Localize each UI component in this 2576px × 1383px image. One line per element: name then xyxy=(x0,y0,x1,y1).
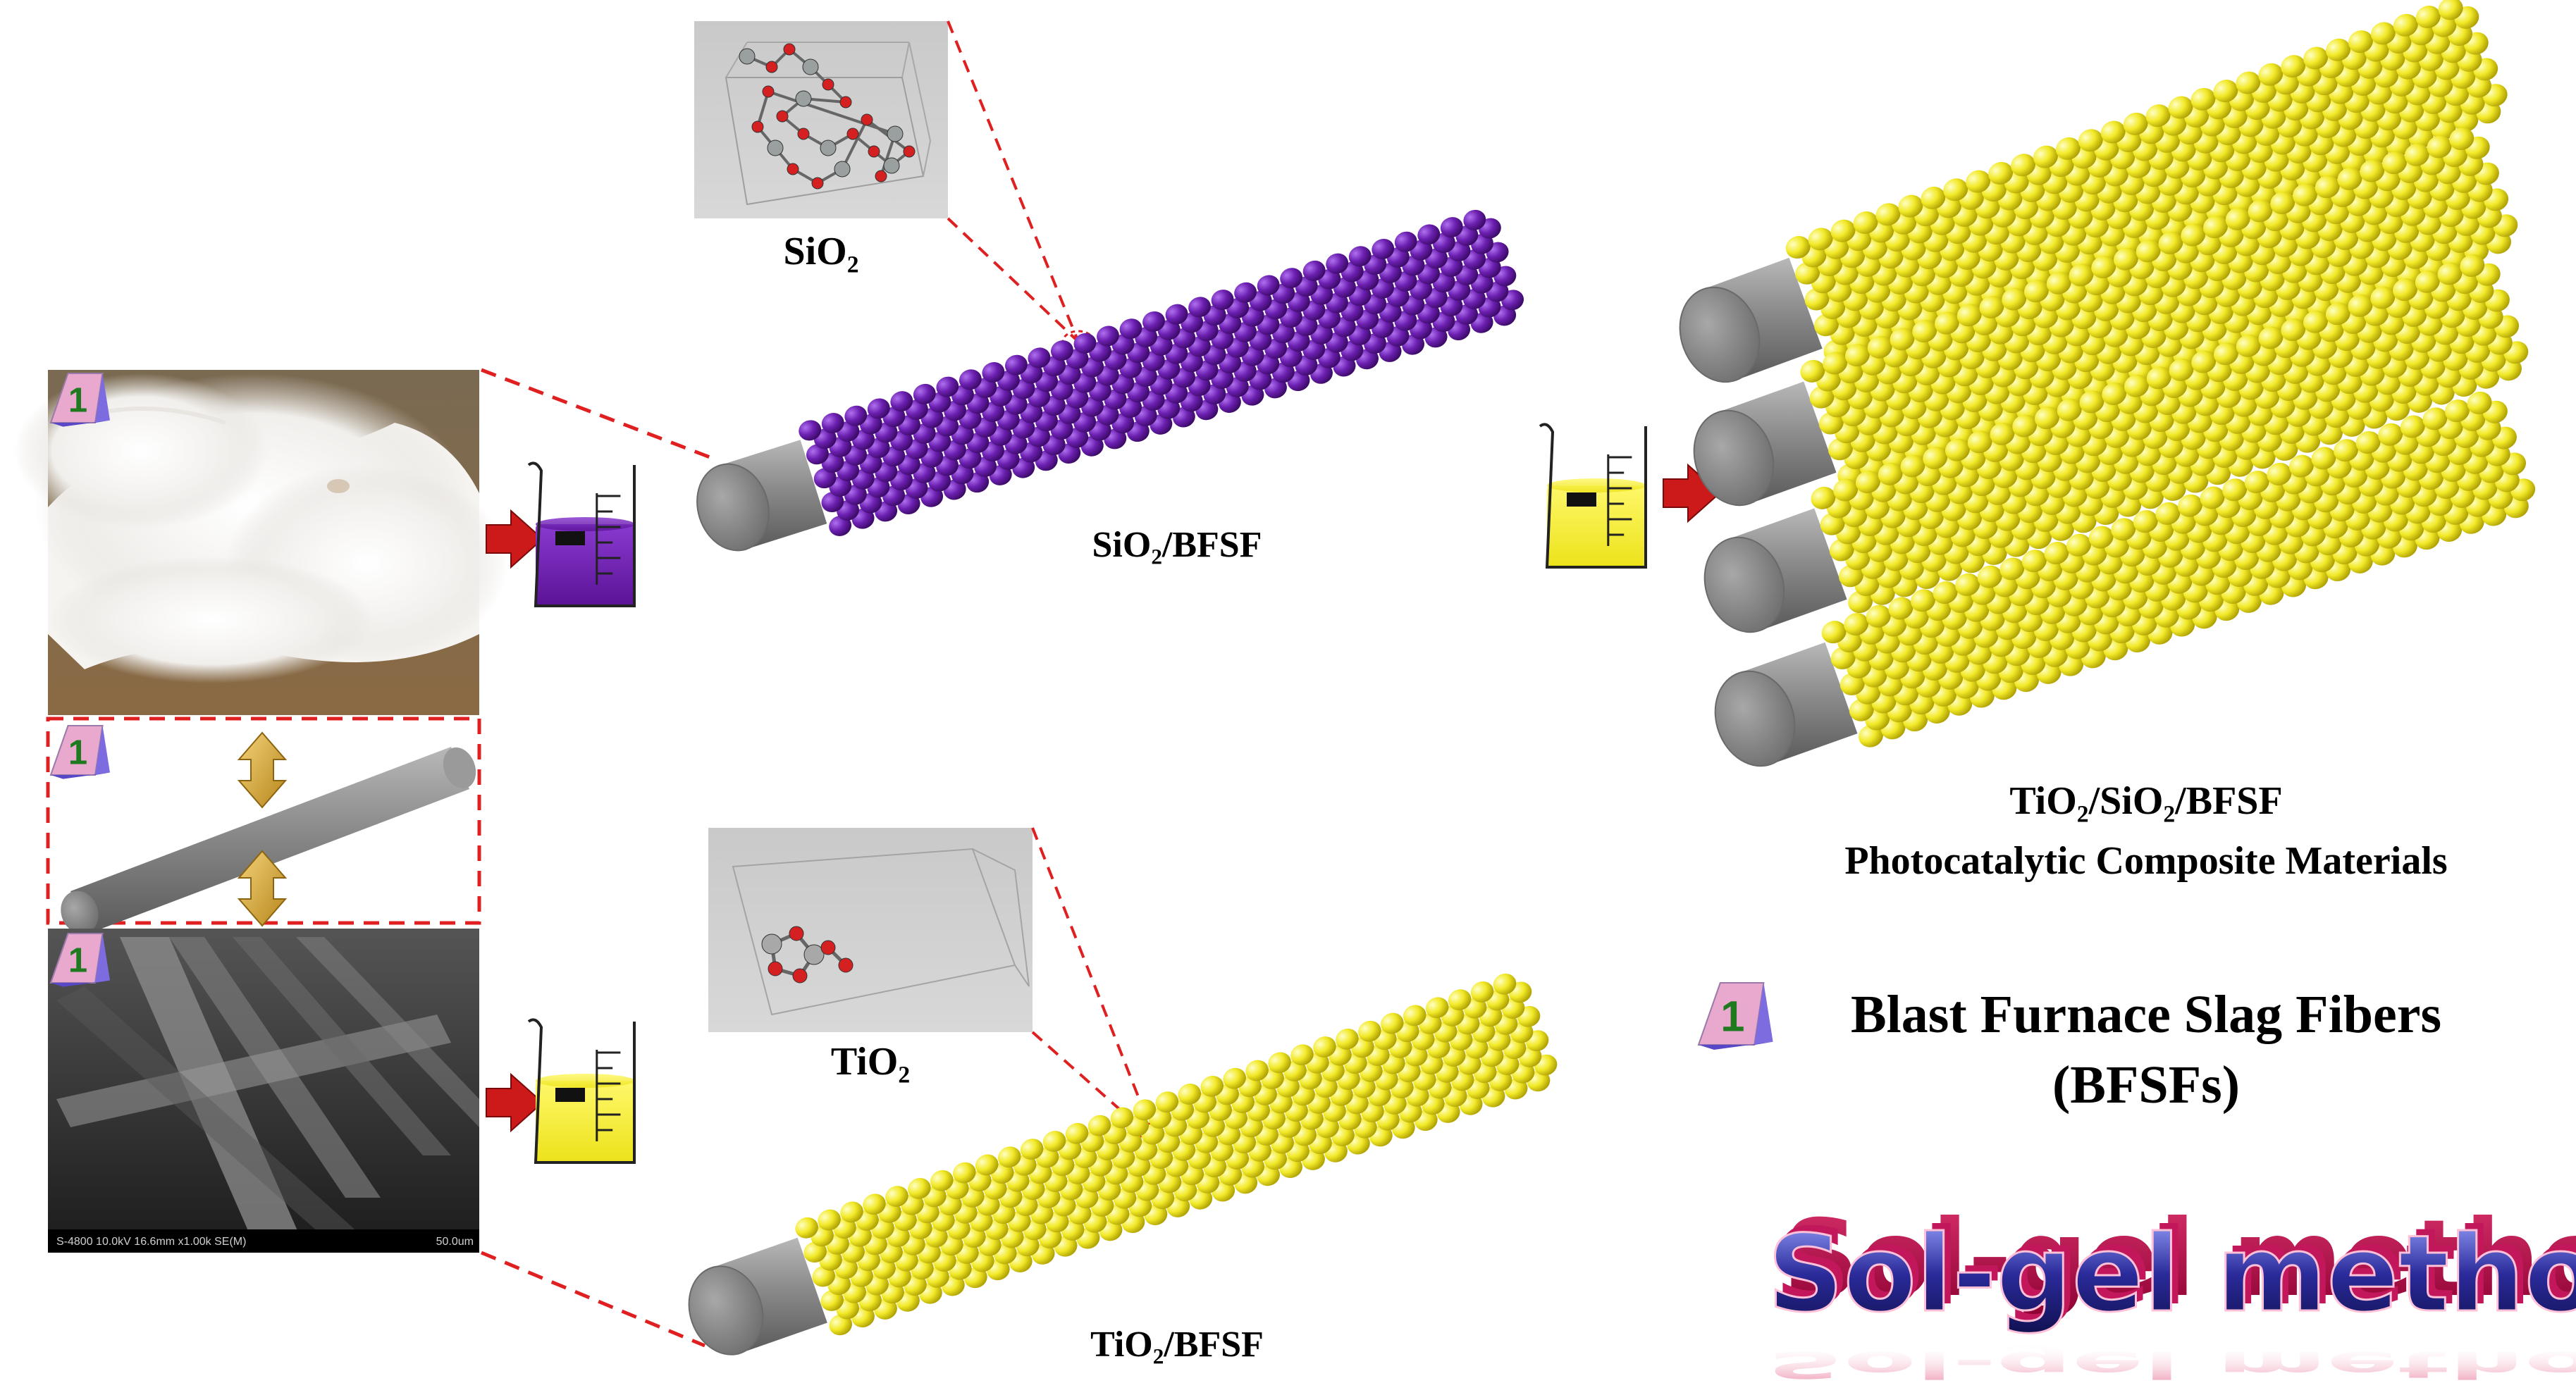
beaker-purple-icon xyxy=(527,461,636,607)
double-arrow-icon xyxy=(237,850,288,927)
badge-number: 1 xyxy=(68,942,87,980)
fiber-badge-icon: 1 xyxy=(1697,982,1773,1050)
method-title-extrude: Sol-gel method xyxy=(1775,1206,2576,1329)
sio2-coated-fiber xyxy=(696,209,1524,552)
fiber-badge-icon: 1 xyxy=(49,933,110,987)
fiber-legend: 1 Blast Furnace Slag Fibers (BFSFs) xyxy=(1697,982,2441,1115)
sio2-bfsf-label: SiO₂/BFSF xyxy=(1092,525,1262,565)
red-arrow-icon xyxy=(486,509,544,569)
zoom-connector-bottom xyxy=(481,1251,705,1348)
coated-fibers xyxy=(688,0,2536,1356)
composite-fiber-stack xyxy=(1679,0,2536,767)
legend-title: Blast Furnace Slag Fibers xyxy=(1851,985,2441,1044)
sio2-molecule-box xyxy=(694,21,948,218)
sem-image-panel: S-4800 10.0kV 16.6mm x1.00k SE(M) 50.0um xyxy=(48,929,479,1253)
tio2-molecule-label: TiO₂ xyxy=(831,1040,910,1084)
composite-fiber-4 xyxy=(1714,391,2536,767)
tio2-bfsf-label: TiO₂/BFSF xyxy=(1090,1325,1264,1365)
composite-subtitle: Photocatalytic Composite Materials xyxy=(1844,839,2447,883)
beaker-yellow-icon xyxy=(527,1018,636,1164)
sio2-molecule-model xyxy=(739,43,916,190)
tio2-molecule-model xyxy=(761,926,853,984)
sem-caption-right: 50.0um xyxy=(436,1236,474,1248)
fiber-badge-icon: 1 xyxy=(49,725,110,779)
beaker-yellow-icon xyxy=(1539,423,1647,569)
sio2-zoom-line xyxy=(947,20,1080,342)
double-arrow-icon xyxy=(237,731,288,809)
tio2-coated-fiber xyxy=(688,973,1558,1356)
composite-fiber-3 xyxy=(1703,254,2529,633)
sio2-zoom-line xyxy=(947,217,1080,343)
tio2-zoom-line xyxy=(1031,827,1157,1142)
tio2-molecule-box xyxy=(708,828,1033,1032)
legend-abbreviation: (BFSFs) xyxy=(2052,1055,2240,1115)
badge-number: 1 xyxy=(68,734,87,772)
sem-caption-left: S-4800 10.0kV 16.6mm x1.00k SE(M) xyxy=(56,1236,246,1248)
photo-panel-wool xyxy=(14,370,507,715)
composite-fiber-2 xyxy=(1693,128,2518,507)
composite-title: TiO₂/SiO₂/BFSF xyxy=(2009,779,2282,823)
plain-fiber-rod xyxy=(61,747,476,934)
composite-fiber-1 xyxy=(1679,0,2508,383)
method-title-shadow: Sol-gel method xyxy=(1783,1198,2576,1320)
fiber-badge-icon: 1 xyxy=(1697,982,1773,1050)
red-arrow-icon xyxy=(486,1072,544,1133)
zoom-connector-top xyxy=(481,368,713,460)
method-title: Sol-gel method xyxy=(1768,1213,2576,1336)
fiber-badge-icon: 1 xyxy=(49,373,110,427)
sol-gel-method-wordart: Sol-gel method Sol-gel method Sol-gel me… xyxy=(1766,1198,2576,1383)
red-arrow-icon xyxy=(1663,463,1721,523)
method-title-reflection: Sol-gel method xyxy=(1768,1343,2576,1380)
badge-number: 1 xyxy=(1720,993,1744,1041)
beakers xyxy=(527,423,1647,1164)
badges: 1 1 1 xyxy=(49,373,110,987)
badge-number: 1 xyxy=(68,382,87,420)
sio2-molecule-label: SiO₂ xyxy=(783,230,858,273)
